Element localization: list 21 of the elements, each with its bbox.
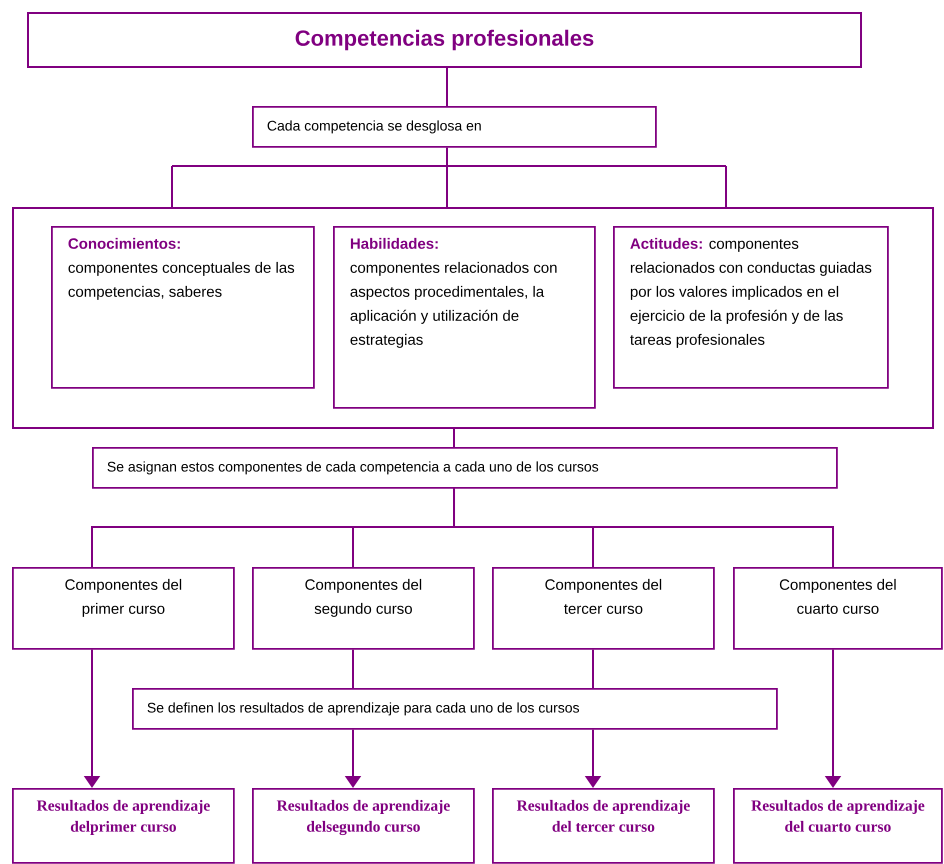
result-box: Resultados de aprendizaje delprimer curso <box>12 788 235 864</box>
step-box: Cada competencia se desglosa en <box>252 106 657 148</box>
component-box: Habilidades: componentes relacionados con aspectos procedimentales, la aplicación y utilización de estrategias <box>333 226 596 409</box>
result-box: Resultados de aprendizaje del cuarto curso <box>733 788 943 864</box>
step-box: Se asignan estos componentes de cada competencia a cada uno de los cursos <box>92 447 838 489</box>
connector <box>352 650 354 688</box>
course-box: Componentes del segundo curso <box>252 567 475 650</box>
connector <box>592 650 594 688</box>
course-box: Componentes del tercer curso <box>492 567 715 650</box>
course-box: Componentes del cuarto curso <box>733 567 943 650</box>
result-box: Resultados de aprendizaje delsegundo curso <box>252 788 475 864</box>
course-box: Componentes del primer curso <box>12 567 235 650</box>
step-box: Se definen los resultados de aprendizaje para cada uno de los cursos <box>132 688 778 730</box>
connector <box>453 488 834 567</box>
component-box: Actitudes: componentes relacionados con conductas guiadas por los valores implicados en el ejercicio de la profesión y de las tareas profesionales <box>613 226 889 389</box>
connector <box>446 68 448 106</box>
connector <box>171 146 727 208</box>
result-box: Resultados de aprendizaje del tercer curso <box>492 788 715 864</box>
connector <box>453 429 455 447</box>
title-box: Competencias profesionales <box>27 12 862 68</box>
component-box: Conocimientos: componentes conceptuales de las competencias, saberes <box>51 226 315 389</box>
